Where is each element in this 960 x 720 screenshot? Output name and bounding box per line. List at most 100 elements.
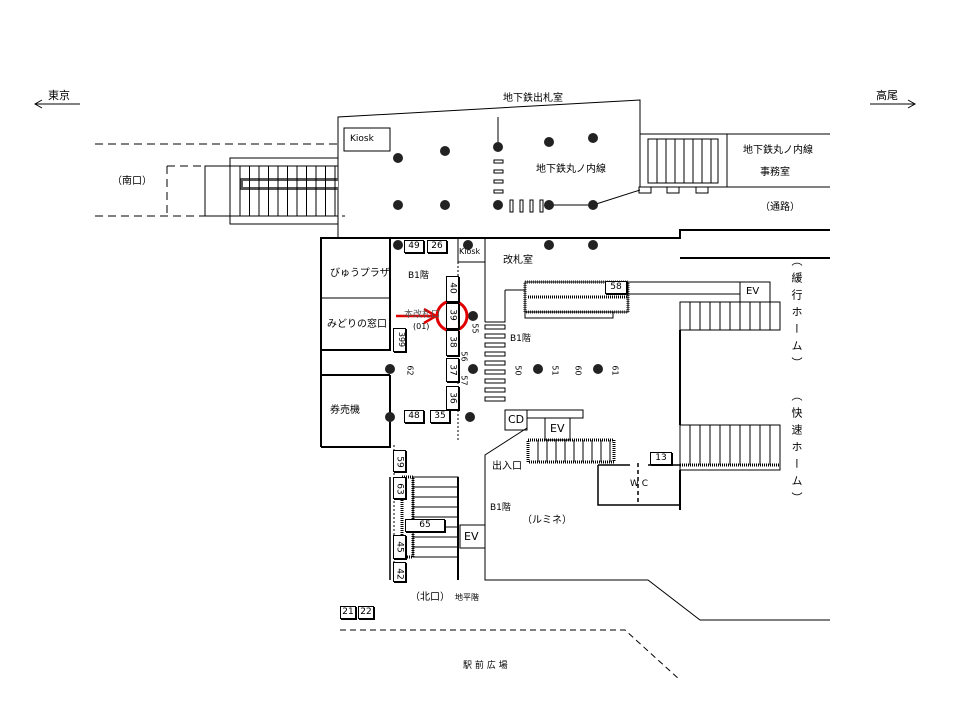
south-exit-label: （南口） [112, 176, 152, 187]
sign-number-62: 62 [405, 365, 415, 376]
local-platform-label: （緩行ホーム） [790, 255, 803, 374]
pillar-icon [468, 364, 478, 374]
subway-office-label-1: 地下鉄丸ノ内線 [743, 145, 813, 156]
pillar-icon [588, 200, 598, 210]
ticket-gate-room-label: 改札室 [503, 255, 533, 266]
sign-number-55: 55 [470, 323, 480, 334]
tactile-paving [484, 396, 506, 402]
pillar-icon [393, 240, 403, 250]
location-box-38: 38 [446, 330, 459, 356]
ev-right-label: EV [746, 286, 760, 297]
location-box-58: 58 [605, 281, 627, 294]
location-number: 399 [397, 331, 407, 348]
wc-label: W C [630, 479, 649, 489]
location-number: 59 [394, 456, 405, 468]
location-number: 39 [447, 309, 458, 321]
location-box-49: 49 [404, 240, 424, 253]
station-plaza-label: 駅 前 広 場 [463, 661, 508, 671]
direction-tokyo: 東京 [48, 89, 70, 102]
location-box-39: 39 [446, 303, 459, 329]
location-box-26: 26 [427, 240, 447, 253]
location-box-35: 35 [430, 410, 450, 423]
pillar-icon [544, 240, 554, 250]
tactile-paving [484, 324, 506, 330]
b1-floor-label-center: B1階 [510, 334, 531, 344]
midori-window-label: みどりの窓口 [327, 319, 387, 330]
rapid-platform-label: （快速ホーム） [790, 390, 803, 509]
pillar-icon [588, 133, 598, 143]
location-number: 36 [447, 392, 458, 404]
kiosk-top-label: Kiosk [350, 134, 374, 144]
entrance-label: 出入口 [492, 461, 522, 472]
location-number: 63 [394, 483, 405, 495]
location-number: 40 [447, 282, 458, 294]
sign-number-51: 51 [550, 365, 560, 376]
pillar-icon [440, 146, 450, 156]
subway-office-label-2: 事務室 [760, 167, 790, 178]
location-box-63: 63 [393, 477, 406, 499]
lumine-label: （ルミネ） [522, 515, 572, 526]
sign-number-60: 60 [573, 365, 583, 376]
location-number: 37 [447, 364, 458, 376]
pillar-icon [593, 364, 603, 374]
pillar-icon [468, 311, 478, 321]
pillar-icon [533, 364, 543, 374]
gate-label: 本改札口 [404, 310, 441, 320]
location-number: 45 [394, 541, 405, 553]
gate-code: (01) [413, 322, 430, 331]
tactile-paving [484, 387, 506, 393]
location-box-65: 65 [405, 519, 445, 532]
location-box-45: 45 [393, 535, 406, 559]
location-box-22: 22 [358, 606, 374, 619]
location-box-48: 48 [404, 410, 424, 423]
pillar-icon [493, 200, 503, 210]
arrow-right-icon [870, 99, 917, 109]
pillar-icon [463, 240, 473, 250]
location-box-399: 399 [393, 328, 406, 352]
kiosk-small-label: Kiosk [459, 247, 481, 256]
b1-floor-label-bottom: B1階 [490, 503, 511, 513]
tactile-paving [484, 378, 506, 384]
pillar-icon [544, 200, 554, 210]
ticket-machines-label: 券売機 [330, 405, 360, 416]
arrow-left-icon [33, 99, 80, 109]
subway-marunouchi-label: 地下鉄丸ノ内線 [536, 164, 606, 175]
subway-ticket-office-label: 地下鉄出札室 [503, 93, 563, 104]
ground-floor-label: 地平階 [455, 593, 479, 602]
pillar-icon [588, 240, 598, 250]
pillar-icon [544, 137, 554, 147]
pillar-icon [393, 200, 403, 210]
north-exit-label: （北口） [410, 592, 450, 603]
pillar-icon [385, 364, 395, 374]
sign-number-56: 56 [459, 351, 469, 362]
location-box-42: 42 [393, 562, 406, 582]
direction-takao: 高尾 [876, 89, 898, 102]
passage-label: （通路） [760, 202, 800, 213]
sign-number-50: 50 [513, 365, 523, 376]
tactile-paving [484, 342, 506, 348]
location-number: 42 [394, 568, 405, 580]
pillar-icon [465, 412, 475, 422]
pillar-icon [440, 200, 450, 210]
tactile-paving [484, 351, 506, 357]
cd-label: CD [508, 413, 525, 426]
location-box-59: 59 [393, 450, 406, 472]
location-box-36: 36 [446, 386, 459, 410]
location-box-13: 13 [650, 452, 672, 465]
location-number: 38 [447, 336, 458, 348]
tactile-paving [484, 369, 506, 375]
ev-center-label: EV [550, 422, 565, 435]
sign-number-61: 61 [610, 365, 620, 376]
location-box-40: 40 [446, 276, 459, 302]
location-box-21: 21 [340, 606, 356, 619]
ev-bottom-label: EV [464, 530, 479, 543]
tactile-paving [484, 360, 506, 366]
location-box-37: 37 [446, 358, 459, 382]
pillar-icon [385, 412, 395, 422]
sign-number-57: 57 [459, 375, 469, 386]
view-plaza-label: びゅうプラザ [330, 268, 390, 279]
pillar-icon [493, 142, 503, 152]
b1-floor-label-left: B1階 [408, 271, 429, 281]
